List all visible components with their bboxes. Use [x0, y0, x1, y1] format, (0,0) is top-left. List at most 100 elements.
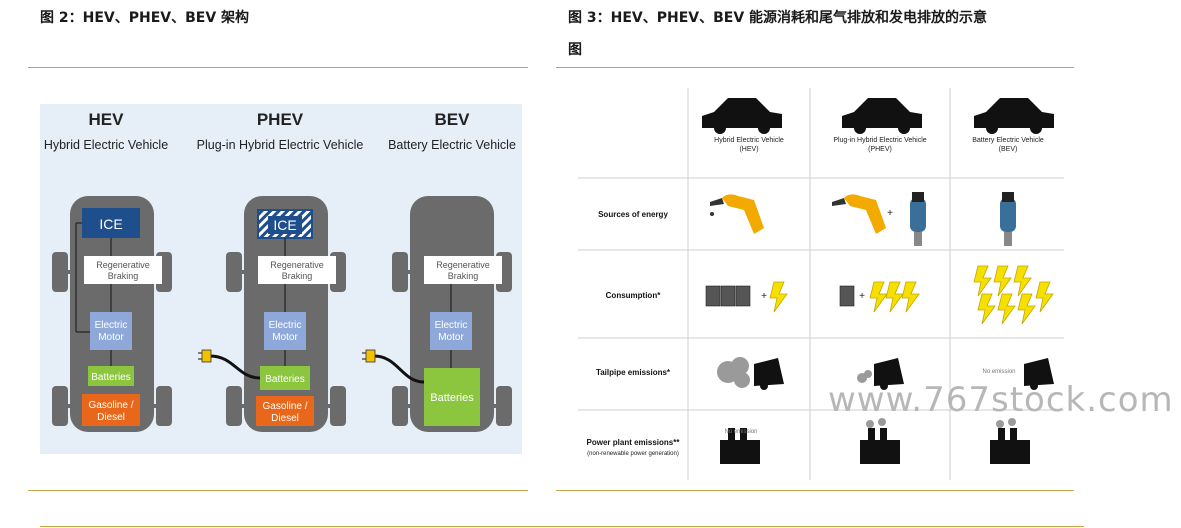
- lightning-bolt-icon: [769, 265, 1054, 325]
- batteries-label: Batteries: [265, 374, 304, 385]
- row-label-consumption: Consumption*: [605, 291, 661, 300]
- vehicle-architecture-svg: ICE Regenerative Braking Electric Motor …: [52, 196, 512, 432]
- row-label-power-plant-note: (non-renewable power generation): [587, 451, 679, 457]
- emissions-comparison-table: Hybrid Electric Vehicle (HEV) Plug-in Hy…: [578, 88, 1064, 480]
- motor-label-1: Electric: [95, 320, 128, 331]
- vehicle-fullname: Hybrid Electric Vehicle: [43, 138, 169, 152]
- fuel-can-icon: [705, 285, 855, 307]
- hev-chassis: ICE Regenerative Braking Electric Motor …: [52, 196, 172, 432]
- regen-label-2: Braking: [448, 271, 479, 281]
- vehicle-fullname: Battery Electric Vehicle: [388, 138, 516, 152]
- batteries-label: Batteries: [430, 392, 474, 404]
- fuel-label-2: Diesel: [271, 413, 299, 424]
- regen-block: [424, 256, 502, 284]
- car-rear-icon: [754, 358, 1054, 390]
- wheel: [226, 252, 242, 292]
- plus-sign: +: [761, 291, 767, 302]
- right-bottom-rule: [556, 490, 1074, 491]
- regen-block: [258, 256, 336, 284]
- motor-block: [90, 312, 132, 350]
- vehicle-header-phev: PHEV Plug-in Hybrid Electric Vehicle: [186, 110, 374, 152]
- wheel: [52, 386, 68, 426]
- right-top-rule: [556, 67, 1074, 68]
- fuel-nozzle-icon: [832, 194, 886, 234]
- smoke-cloud-icon: [857, 370, 872, 383]
- no-emission-label: No emission: [724, 429, 758, 435]
- wheel: [52, 252, 68, 292]
- wheel: [226, 386, 242, 426]
- plus-sign: +: [887, 208, 893, 219]
- row-label-tailpipe: Tailpipe emissions*: [595, 368, 671, 377]
- plus-sign: +: [859, 291, 865, 302]
- motor-label-2: Motor: [98, 332, 124, 343]
- fuel-label-1: Gasoline /: [262, 401, 307, 412]
- vehicle-fullname: Plug-in Hybrid Electric Vehicle: [196, 138, 364, 152]
- motor-block: [264, 312, 306, 350]
- watermark: www.767stock.com: [828, 380, 1174, 420]
- table-grid-svg: [578, 88, 1064, 480]
- wheel: [392, 386, 408, 426]
- batteries-block: [424, 368, 480, 426]
- ev-plug-icon: [1000, 192, 1016, 246]
- regen-label-1: Regenerative: [270, 260, 324, 270]
- row-label-sources: Sources of energy: [598, 210, 668, 219]
- vehicle-header-hev: HEV Hybrid Electric Vehicle: [40, 110, 172, 152]
- fuel-block: [82, 394, 140, 426]
- vehicle-abbr: BEV: [434, 110, 470, 129]
- regen-block: [84, 256, 162, 284]
- ice-block: [82, 208, 140, 238]
- charge-cable: [373, 354, 425, 384]
- ice-label: ICE: [99, 216, 122, 232]
- batteries-block: [260, 366, 310, 390]
- wheel: [392, 252, 408, 292]
- right-figure-title-line1: 图 3：HEV、PHEV、BEV 能源消耗和尾气排放和发电排放的示意: [568, 10, 988, 26]
- vehicle-header-bev: BEV Battery Electric Vehicle: [386, 110, 518, 152]
- right-figure-title-line2: 图: [568, 42, 582, 58]
- regen-label-2: Braking: [108, 271, 139, 281]
- plug-icon: [365, 349, 376, 363]
- column-abbr: (BEV): [998, 146, 1018, 153]
- plug-icon: [201, 349, 212, 363]
- batteries-block: [88, 366, 134, 386]
- row-label-power-plant: Power plant emissions**: [586, 438, 680, 447]
- phev-chassis: ICE Regenerative Braking Electric Motor …: [198, 196, 346, 432]
- regen-label-2: Braking: [282, 271, 313, 281]
- fuel-label-1: Gasoline /: [88, 400, 133, 411]
- motor-label-1: Electric: [435, 320, 468, 331]
- column-name: Plug-in Hybrid Electric Vehicle: [833, 137, 927, 144]
- bev-chassis: Regenerative Braking Electric Motor Batt…: [362, 196, 512, 432]
- vehicle-abbr: PHEV: [256, 110, 304, 129]
- column-name: Hybrid Electric Vehicle: [714, 137, 784, 144]
- car-icon: [702, 98, 782, 134]
- car-icon: [974, 98, 1054, 134]
- left-figure-title: 图 2：HEV、PHEV、BEV 架构: [40, 10, 250, 26]
- fuel-nozzle-icon: [710, 194, 764, 234]
- ice-label: ICE: [273, 217, 296, 233]
- wheel: [330, 386, 346, 426]
- column-header-bev: Battery Electric Vehicle (BEV): [952, 136, 1064, 154]
- motor-block: [430, 312, 472, 350]
- column-header-hev: Hybrid Electric Vehicle (HEV): [690, 136, 808, 154]
- wheel: [496, 386, 512, 426]
- smoke-cloud-icon: [717, 357, 750, 388]
- vehicle-abbr: HEV: [88, 110, 124, 129]
- charge-cable: [209, 354, 261, 380]
- column-abbr: (PHEV): [868, 146, 892, 153]
- fuel-label-2: Diesel: [97, 412, 125, 423]
- column-header-phev: Plug-in Hybrid Electric Vehicle (PHEV): [812, 136, 948, 154]
- ice-inner: [268, 216, 302, 234]
- ev-plug-icon: [910, 192, 926, 246]
- batteries-label: Batteries: [91, 372, 130, 383]
- regen-label-1: Regenerative: [436, 260, 490, 270]
- architecture-diagram: HEV Hybrid Electric Vehicle PHEV Plug-in…: [40, 104, 522, 454]
- regen-label-1: Regenerative: [96, 260, 150, 270]
- motor-label-2: Motor: [272, 332, 298, 343]
- fuel-block: [256, 396, 314, 426]
- power-plant-icon: [720, 428, 1030, 464]
- wheel: [156, 386, 172, 426]
- factory-smoke-icon: [866, 418, 1016, 428]
- left-bottom-rule: [28, 490, 528, 491]
- page-bottom-rule: [40, 526, 1084, 527]
- column-name: Battery Electric Vehicle: [972, 137, 1044, 144]
- car-icon: [842, 98, 922, 134]
